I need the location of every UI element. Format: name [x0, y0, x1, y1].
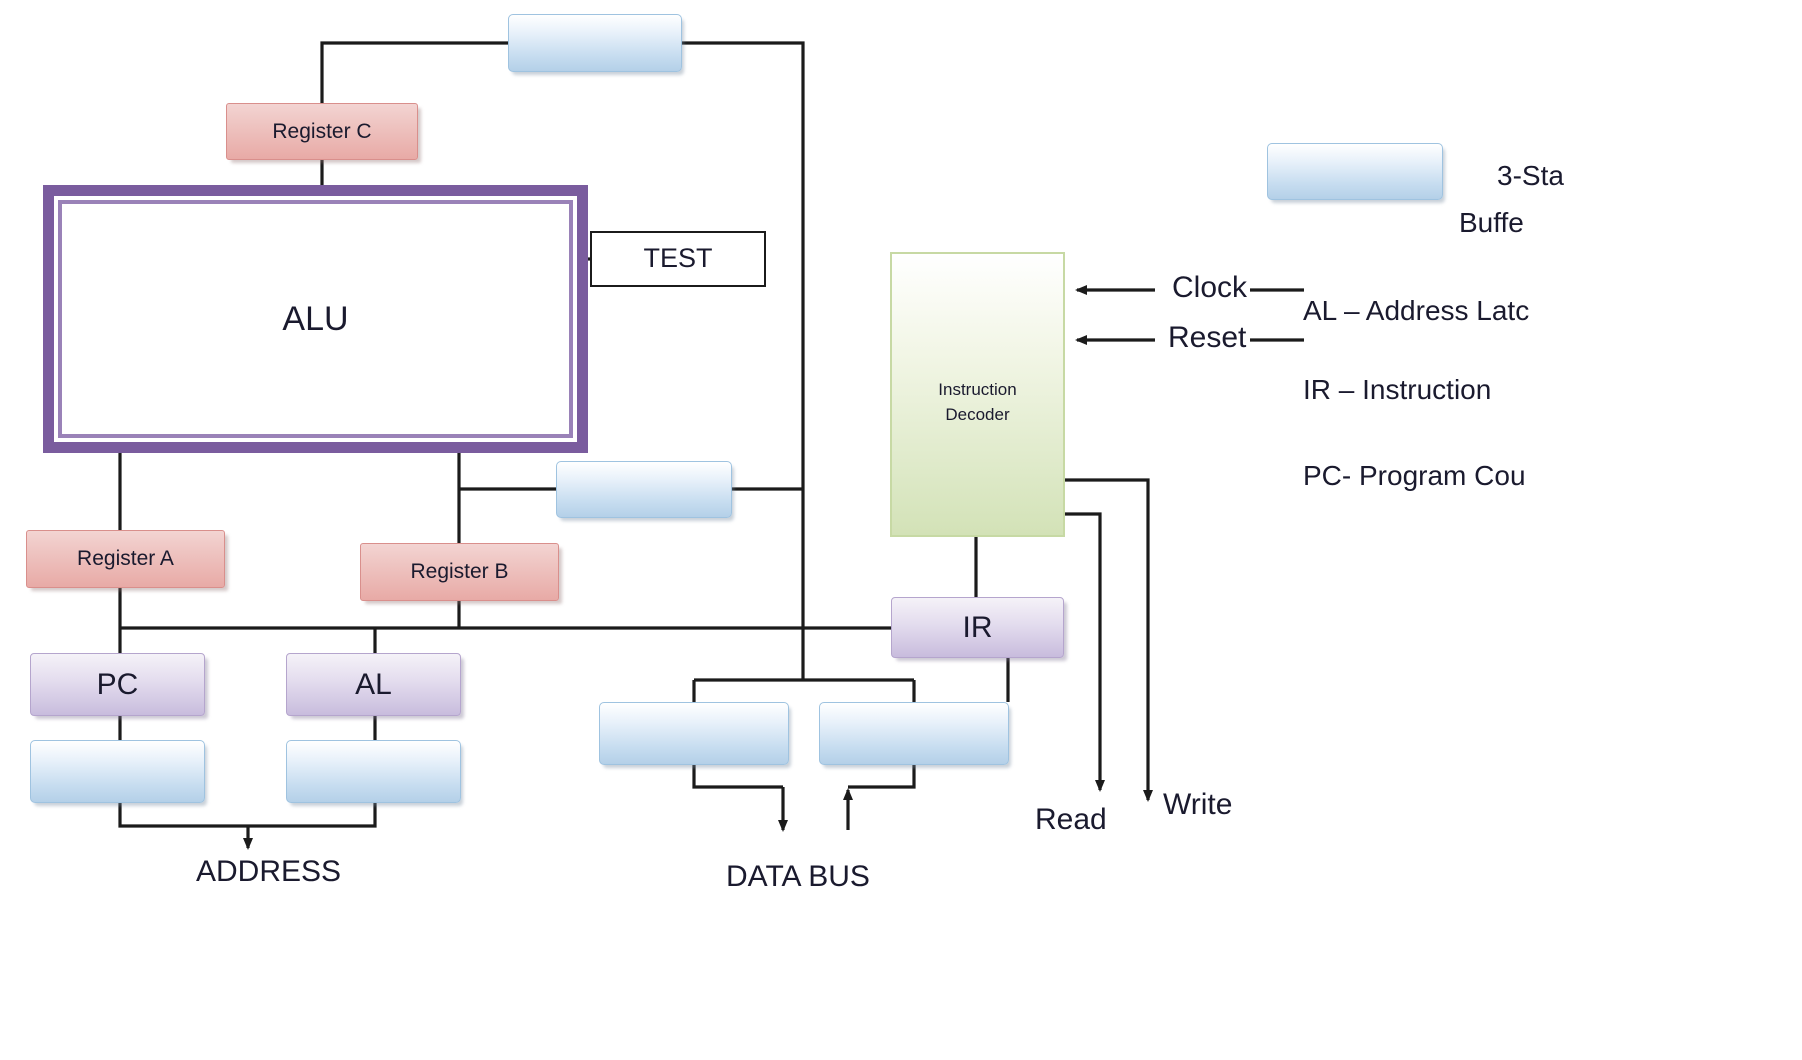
legend-pc-entry: PC- Program Cou — [1303, 460, 1526, 491]
decoder-label-line1: Instruction — [938, 380, 1017, 399]
test-block[interactable]: TEST — [590, 231, 766, 287]
tri-state-buffer-al-out[interactable] — [286, 740, 461, 803]
read-label: Read — [1035, 803, 1107, 836]
pc-block[interactable]: PC — [30, 653, 205, 716]
al-block[interactable]: AL — [286, 653, 461, 716]
tri-state-buffer-data-out[interactable] — [599, 702, 789, 765]
decoder-label-line2: Decoder — [945, 404, 1010, 424]
legend-tri-state-buffer-swatch — [1267, 143, 1443, 200]
instruction-decoder-block[interactable]: Instruction Decoder — [890, 252, 1065, 537]
legend-ir-entry: IR – Instruction — [1303, 374, 1492, 405]
legend-tri-state-buffer-line2: Buffe — [1459, 207, 1524, 238]
address-label: ADDRESS — [196, 855, 342, 888]
tri-state-buffer-pc-out[interactable] — [30, 740, 205, 803]
tri-state-buffer-alu-out[interactable] — [556, 461, 732, 518]
reset-label: Reset — [1168, 321, 1247, 354]
alu-label: ALU — [282, 299, 349, 338]
register-b-block[interactable]: Register B — [360, 543, 559, 601]
register-c-block[interactable]: Register C — [226, 103, 418, 160]
data-bus-label: DATA BUS — [726, 860, 870, 893]
tri-state-buffer-top[interactable] — [508, 14, 682, 72]
write-label: Write — [1163, 788, 1233, 821]
legend-tri-state-buffer-line1: 3-Sta — [1497, 160, 1564, 191]
tri-state-buffer-data-in[interactable] — [819, 702, 1009, 765]
alu-inner-frame — [58, 200, 573, 438]
alu-block[interactable] — [43, 185, 588, 453]
clock-label: Clock — [1172, 271, 1248, 304]
register-a-block[interactable]: Register A — [26, 530, 225, 588]
ir-block[interactable]: IR — [891, 597, 1064, 658]
legend-al-entry: AL – Address Latc — [1303, 295, 1530, 326]
